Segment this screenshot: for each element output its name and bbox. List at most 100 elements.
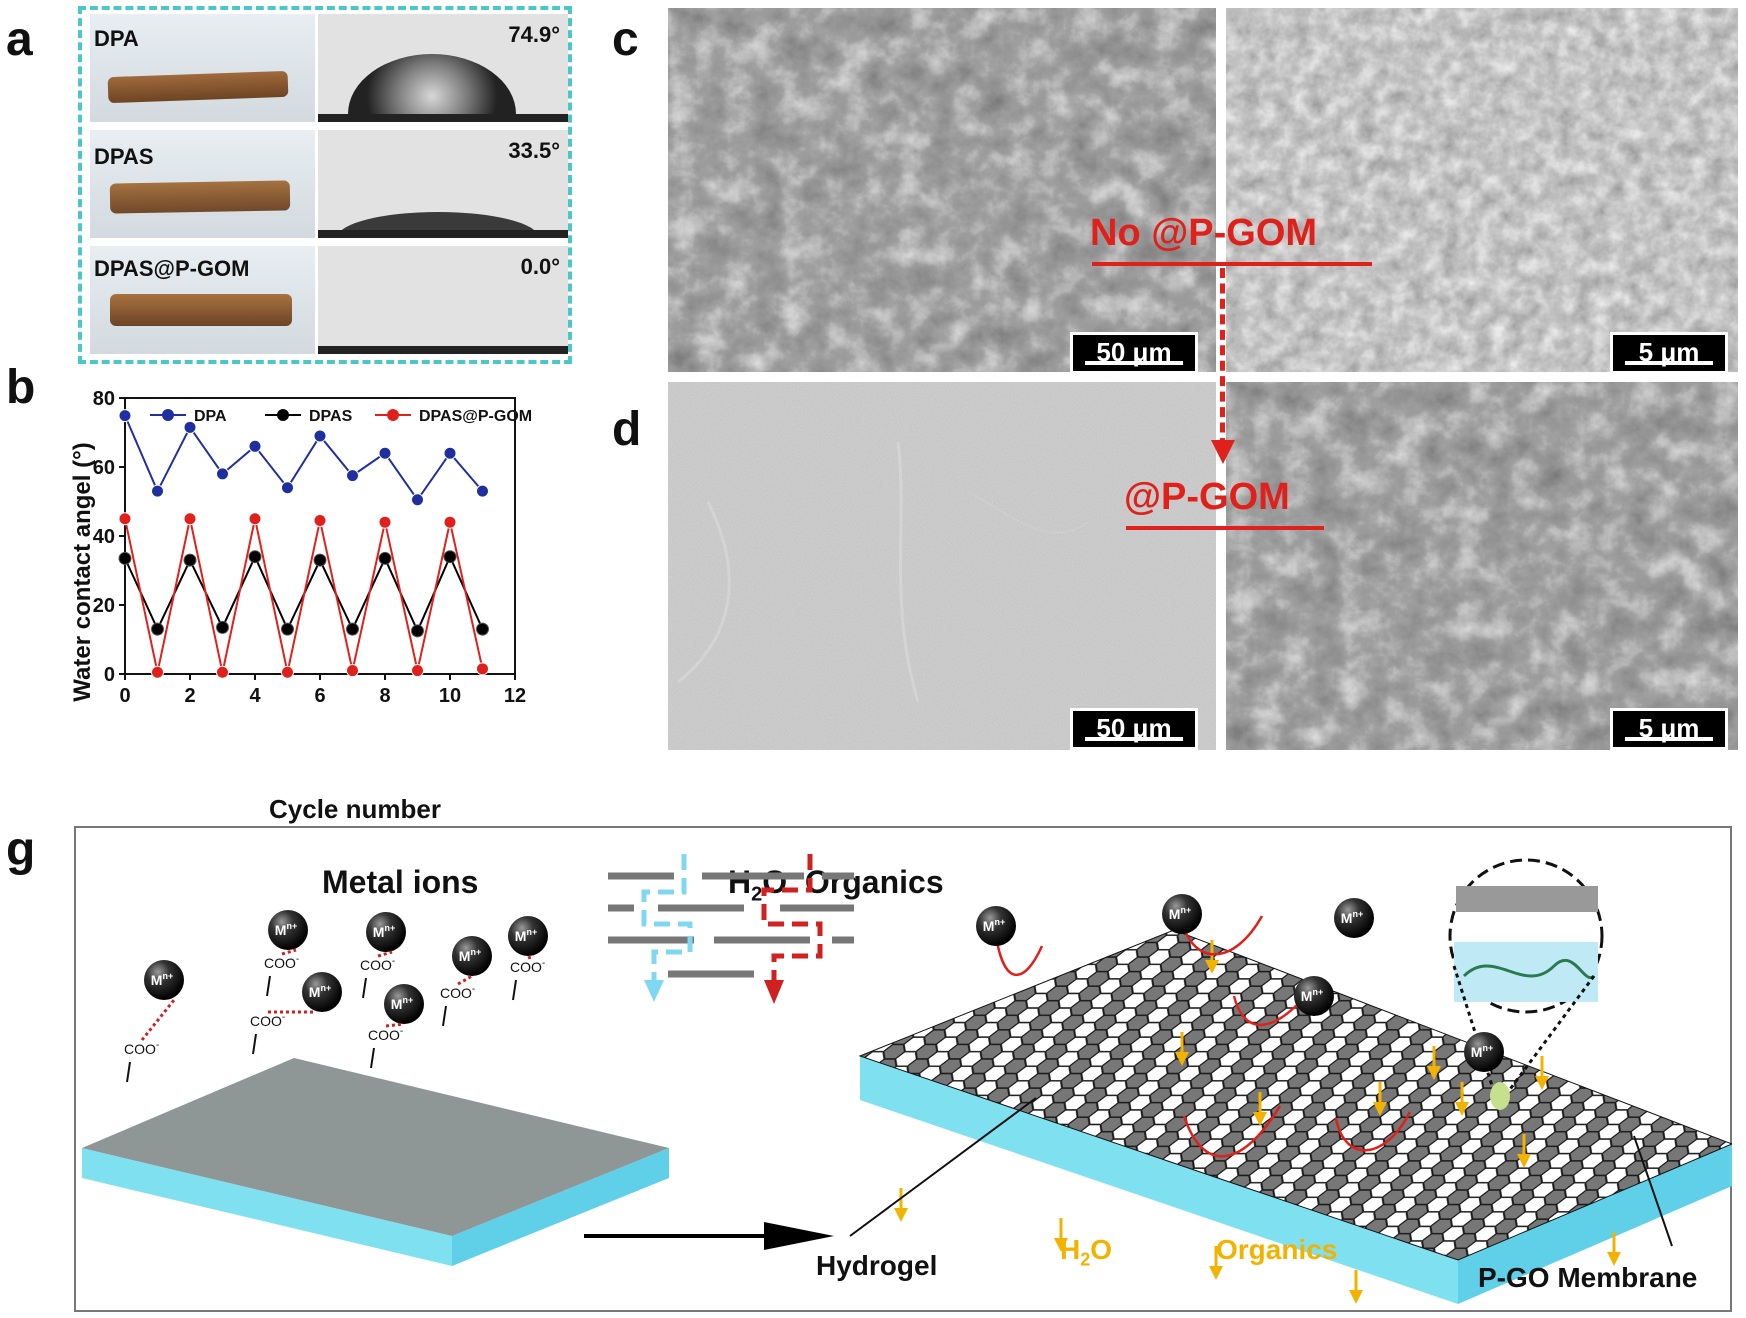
carboxyl-group: COO- (264, 948, 299, 997)
metal-ion: Mn+ (144, 960, 184, 1000)
legend-label: DPA (194, 408, 227, 425)
x-tick-label: 6 (314, 685, 325, 707)
series-line-0 (124, 415, 484, 502)
panel-label-c: c (612, 13, 639, 66)
sample-name-dpas-pgom: DPAS@P-GOM (94, 256, 250, 281)
magnified-spot (1490, 1082, 1510, 1110)
metal-ion: Mn+ (1334, 898, 1374, 938)
series-point (118, 551, 132, 565)
sample-name-dpas: DPAS (94, 144, 154, 169)
label-no-pgom: No @P-GOM (1090, 212, 1318, 254)
y-tick-label: 20 (93, 595, 115, 617)
x-tick-label: 12 (504, 685, 526, 707)
label-h2o: H2O (1060, 1234, 1113, 1270)
svg-text:COO-: COO- (440, 984, 475, 1001)
svg-text:COO-: COO- (250, 1012, 285, 1029)
sem-image-d: 50 μm (668, 382, 1216, 750)
scale-bar-f: 5 μm (1610, 708, 1728, 750)
series-point (183, 553, 197, 567)
series-point (151, 665, 164, 679)
hydrogel-slab-left-front (452, 1148, 669, 1266)
legend-marker (387, 409, 399, 421)
organics-path (761, 854, 823, 984)
label-pgom: @P-GOM (1124, 476, 1290, 518)
organics-path-head (764, 980, 784, 1004)
scale-bar-e: 5 μm (1610, 332, 1728, 372)
droplet-image-dpas-pgom (318, 246, 568, 354)
metal-ion: Mn+ (302, 972, 342, 1012)
series-point (216, 467, 229, 481)
series-point (151, 484, 164, 498)
magnified-zoom-line-1 (1452, 965, 1496, 1093)
x-tick-label: 0 (119, 685, 130, 707)
series-point (216, 620, 229, 634)
carboxyl-group: COO- (250, 1010, 314, 1055)
series-point (313, 553, 327, 567)
series-point (411, 624, 424, 638)
sample-photo-dpas-pgom (90, 246, 315, 354)
series-point (118, 512, 132, 526)
series-point (151, 622, 164, 636)
sem-image-e: 5 μm (1226, 8, 1738, 372)
metal-ion: Mn+ (976, 906, 1016, 946)
panel-label-a: a (6, 13, 33, 66)
magnified-graphene (1456, 886, 1598, 912)
scale-bar-d: 50 μm (1070, 708, 1198, 750)
series-point (216, 665, 229, 679)
legend-marker (277, 409, 289, 421)
metal-ion: Mn+ (366, 912, 406, 952)
membrane-callout (1633, 1135, 1673, 1247)
metal-ion: Mn+ (1464, 1032, 1504, 1072)
sem-image-f: 5 μm (1226, 382, 1738, 750)
legend-label: DPAS (309, 408, 353, 425)
x-tick-label: 4 (249, 685, 261, 707)
series-point (378, 551, 392, 565)
magnified-chains (1462, 958, 1596, 980)
series-point (248, 512, 262, 526)
svg-text:COO-: COO- (264, 954, 299, 971)
dashed-arrow-head (1211, 440, 1235, 464)
legend-label: DPAS@P-GOM (419, 408, 532, 425)
carboxyl-group: COO- (360, 950, 395, 999)
metal-ion: Mn+ (1294, 976, 1334, 1016)
contact-angle-dpas: 33.5° (508, 138, 560, 163)
carboxyl-group: COO- (124, 999, 176, 1083)
svg-text:COO-: COO- (510, 958, 545, 975)
label-hydrogel: Hydrogel (816, 1250, 938, 1281)
series-line-2 (124, 518, 484, 673)
series-point (248, 439, 262, 453)
sem-image-c: 50 μm (668, 8, 1216, 372)
series-point (346, 664, 359, 678)
chart-y-label: Water contact angel (°) (69, 442, 96, 701)
label-organics: Organics (1216, 1234, 1338, 1265)
label-pgo-membrane: P-GO Membrane (1478, 1262, 1698, 1293)
sample-photo-dpa (90, 14, 315, 122)
series-point (281, 665, 294, 679)
metal-ion: Mn+ (384, 984, 424, 1024)
panel-a (78, 6, 572, 364)
series-point (281, 481, 294, 495)
series-point (313, 429, 327, 443)
droplet-image-dpas (318, 130, 568, 238)
panel-g-frame (74, 826, 1732, 1312)
metal-ion: Mn+ (452, 936, 492, 976)
series-point (183, 420, 197, 434)
series-point (476, 484, 489, 498)
hydrogel-slab-left-top (82, 1058, 669, 1236)
water-path-head (644, 980, 664, 1002)
panel-label-d: d (612, 403, 642, 456)
hydrogel-slab-left-side (82, 1148, 452, 1266)
y-tick-label: 0 (104, 664, 115, 686)
underline-pgom (1126, 526, 1324, 530)
magnified-gel (1454, 942, 1598, 1002)
x-tick-label: 2 (184, 685, 195, 707)
metal-ion: Mn+ (268, 910, 308, 950)
series-point (346, 622, 359, 636)
contact-angle-dpa: 74.9° (508, 22, 560, 47)
sample-name-dpa: DPA (94, 26, 139, 51)
svg-text:COO-: COO- (124, 1040, 159, 1057)
membrane-slab-front (1458, 1144, 1732, 1304)
metal-ion: Mn+ (1162, 894, 1202, 934)
y-tick-label: 80 (93, 388, 115, 410)
